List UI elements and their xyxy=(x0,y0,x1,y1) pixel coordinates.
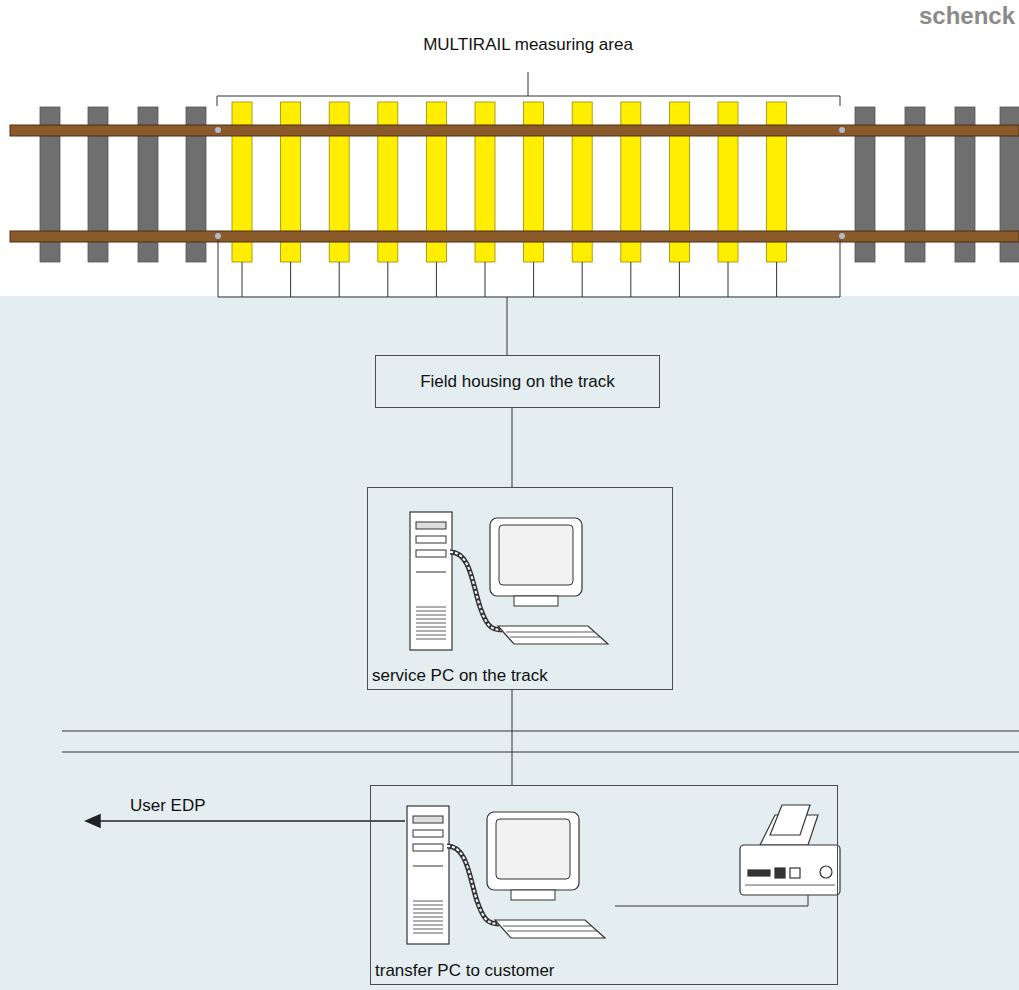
measuring-area-label: MULTIRAIL measuring area xyxy=(423,35,633,55)
company-logo: schenck xyxy=(919,2,1015,30)
pc-box: service PC on the track xyxy=(367,487,673,690)
connector-line xyxy=(512,408,513,487)
node-label: Field housing on the track xyxy=(420,372,615,392)
node-label: service PC on the track xyxy=(372,666,548,686)
field-housing-box: Field housing on the track xyxy=(375,355,660,408)
pc-box: transfer PC to customer xyxy=(370,785,838,985)
output-label: User EDP xyxy=(130,796,206,816)
node-label: transfer PC to customer xyxy=(375,961,555,981)
connector-line xyxy=(512,690,513,785)
